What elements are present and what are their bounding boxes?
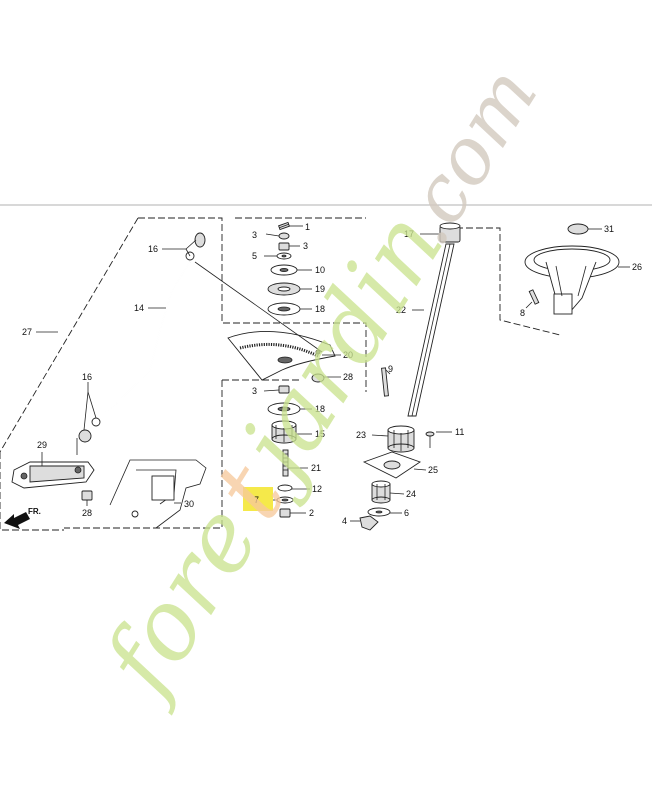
callout-26: 26: [632, 262, 642, 272]
cap-31: [567, 223, 589, 235]
steering-shaft-assembly: [359, 222, 461, 531]
callout-18b: 18: [315, 404, 325, 414]
front-label: FR.: [28, 507, 41, 516]
bracket-30: [109, 459, 207, 529]
front-direction-arrow: FR.: [4, 507, 41, 529]
steering-wheel-26: [524, 223, 620, 315]
callout-20: 20: [343, 350, 353, 360]
callout-18a: 18: [315, 304, 325, 314]
callout-7-highlight: [243, 487, 273, 511]
callout-6: 6: [404, 508, 409, 518]
pin-8: [528, 289, 540, 305]
callout-5: 5: [252, 251, 257, 261]
callout-28a: 28: [343, 372, 353, 382]
callout-31: 31: [604, 224, 614, 234]
callout-28b: 28: [82, 508, 92, 518]
callout-3a: 3: [252, 230, 257, 240]
callout-24: 24: [406, 489, 416, 499]
callout-labels: 1 3 3 5 10 19 18 20 28 3 18 15 21 12 7 2…: [22, 222, 642, 526]
frame-right: [456, 227, 561, 336]
callout-16a: 16: [148, 244, 158, 254]
callout-21: 21: [311, 463, 321, 473]
callout-4: 4: [342, 516, 347, 526]
callout-7: 7: [254, 495, 259, 505]
shift-rod-assembly: [76, 232, 323, 455]
callout-12: 12: [312, 484, 322, 494]
callout-2: 2: [309, 508, 314, 518]
callout-15: 15: [315, 429, 325, 439]
frame-left-bottom: [0, 452, 64, 531]
callout-16b: 16: [82, 372, 92, 382]
lever-bracket-29: [11, 461, 95, 489]
nut-28-lower: [81, 490, 93, 501]
frame-left-diagonal: [0, 217, 139, 453]
callout-29: 29: [37, 440, 47, 450]
frame-shift-group: [138, 217, 367, 392]
callout-3c: 3: [252, 386, 257, 396]
svg-text:fore: fore: [79, 487, 281, 718]
callout-25: 25: [428, 465, 438, 475]
callout-22: 22: [396, 305, 406, 315]
callout-9: 9: [388, 364, 393, 374]
center-stack-upper: [267, 221, 301, 316]
callout-10: 10: [315, 265, 325, 275]
sector-plate: [227, 331, 336, 381]
callout-17: 17: [404, 229, 414, 239]
nut-28-upper: [311, 373, 325, 383]
callout-8: 8: [520, 308, 525, 318]
frame-lower: [64, 380, 223, 529]
center-stack-lower: [267, 385, 301, 518]
callout-23: 23: [356, 430, 366, 440]
callout-1: 1: [305, 222, 310, 232]
callout-11: 11: [455, 427, 464, 437]
callout-3b: 3: [303, 241, 308, 251]
callout-27: 27: [22, 327, 32, 337]
callout-30: 30: [184, 499, 194, 509]
callout-19: 19: [315, 284, 325, 294]
callout-14: 14: [134, 303, 144, 313]
